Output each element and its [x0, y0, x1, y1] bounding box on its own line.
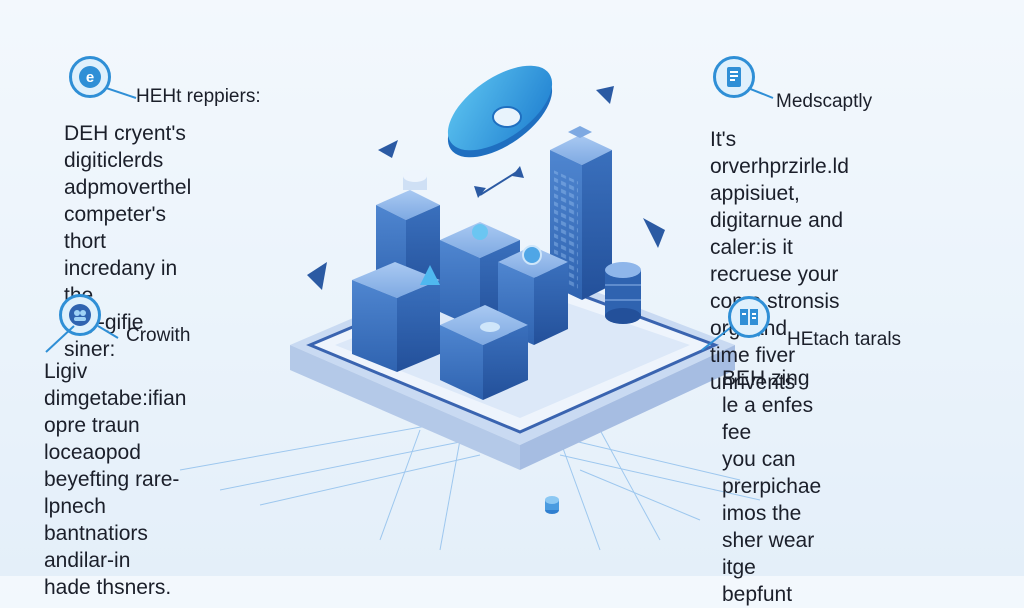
pointer-line: [106, 87, 137, 99]
base-hub: [545, 496, 559, 514]
building-front: [440, 305, 528, 400]
callout-title: HEtach tarals: [787, 329, 902, 350]
cylinder-stack: [605, 262, 641, 324]
book-document-icon: [728, 296, 770, 338]
pointer-line: [701, 327, 760, 351]
grid-lines: [179, 419, 761, 551]
building-front-left: [352, 262, 440, 372]
callout-title: Medscaptly: [776, 91, 873, 112]
callout-title: Crowith: [126, 325, 191, 346]
callout-body: BEH zing le a enfes fee you can prerpich…: [722, 367, 822, 606]
pointer-line: [748, 87, 774, 99]
browser-e-icon: e: [69, 56, 111, 98]
callout-body: It's orverhprzirle.ld appisiuet, digitar…: [710, 128, 849, 394]
pointer-line: [45, 325, 119, 353]
floating-disc: [447, 65, 553, 158]
svg-text:e: e: [86, 69, 94, 86]
team-growth-icon: [59, 294, 101, 336]
callout-title: HEHt reppiers:: [136, 86, 261, 107]
tablet-document-icon: [713, 56, 755, 98]
callout-body: DEH cryent's digiticlerds adpmoverthel c…: [64, 122, 192, 361]
isometric-city-illustration: [179, 65, 761, 551]
arrows: [307, 86, 665, 290]
callout-body: Ligiv dimgetabe:ifian opre traun loceaop…: [44, 360, 187, 599]
